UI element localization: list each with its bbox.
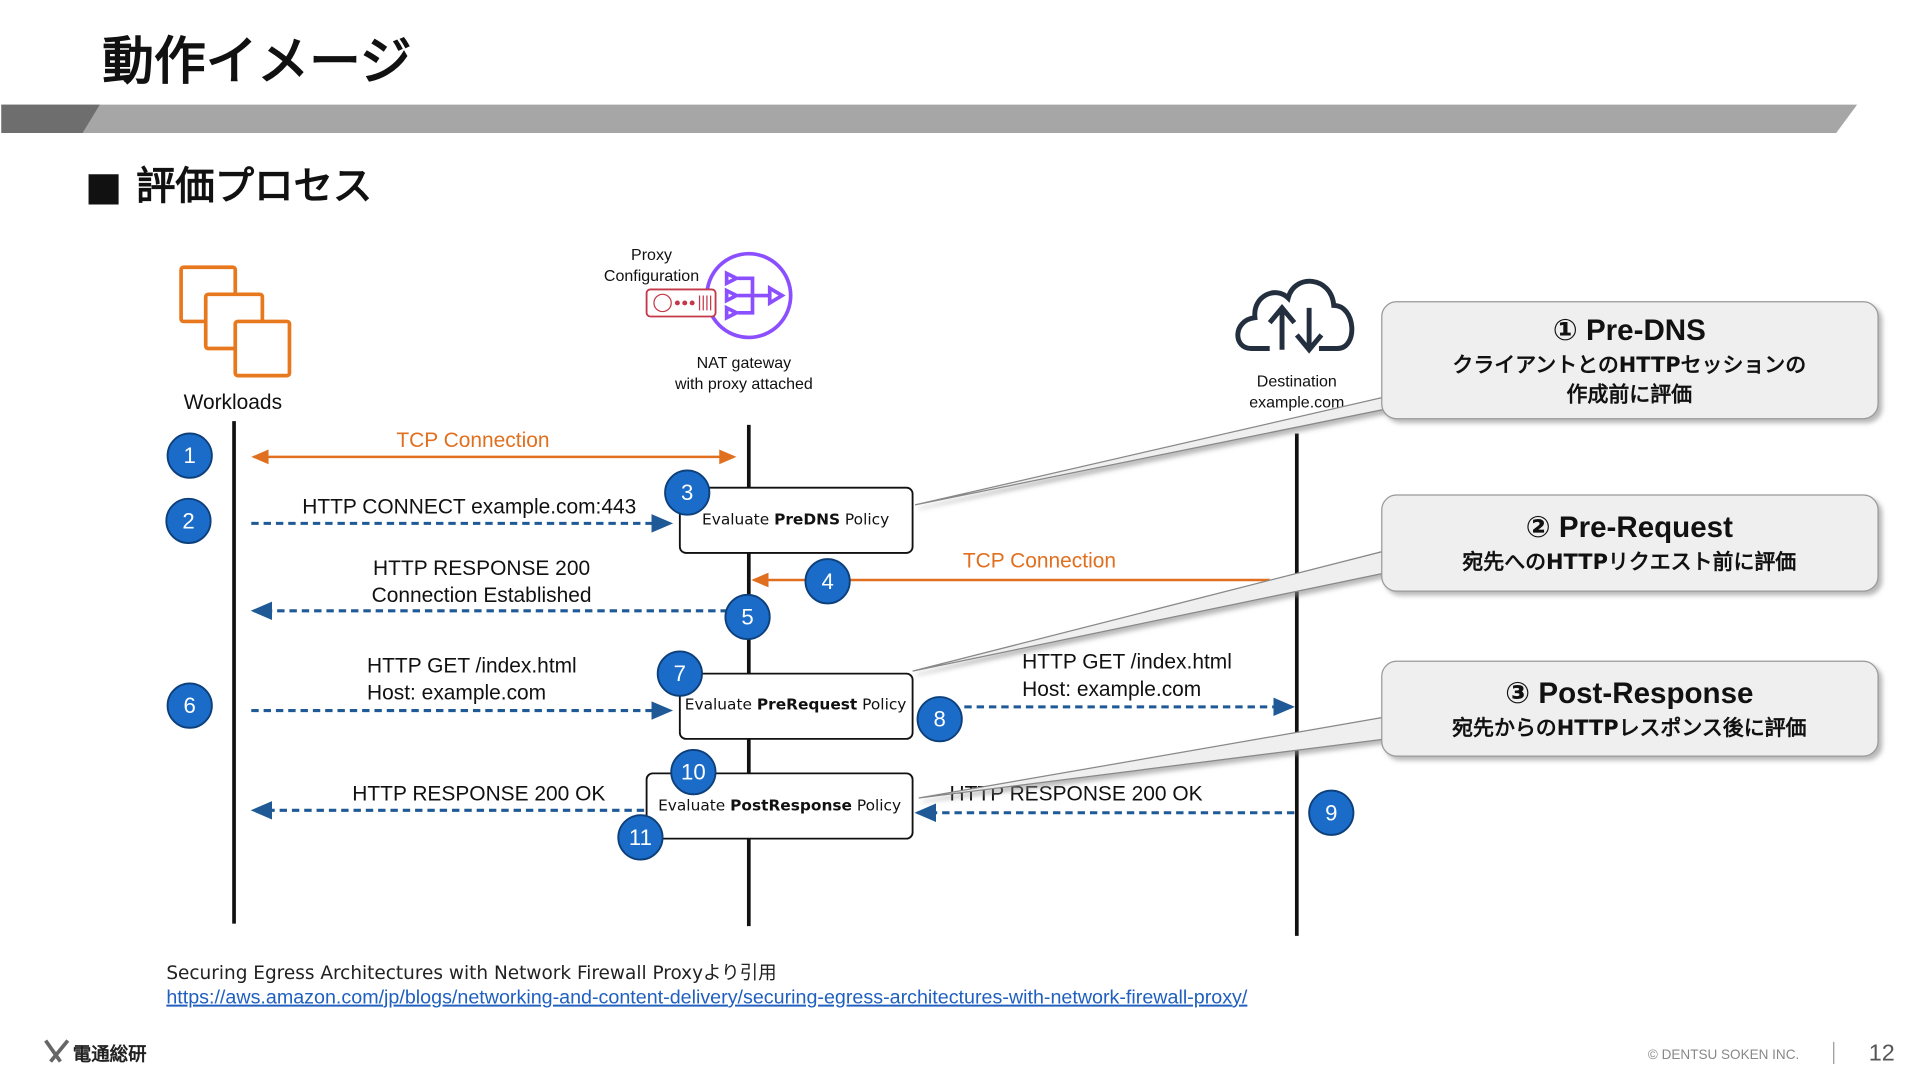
tcp-connection-label-1: TCP Connection <box>396 429 549 452</box>
proxy-config-label-2: Configuration <box>604 268 699 285</box>
step-number: 11 <box>629 825 652 850</box>
step-4-marker: 4 <box>804 558 851 605</box>
header-bar <box>1 104 1858 133</box>
response-ok-label-left: HTTP RESPONSE 200 OK <box>352 782 605 805</box>
copyright: © DENTSU SOKEN INC. <box>1648 1047 1799 1062</box>
step-number: 3 <box>681 480 693 505</box>
destination-label-2: example.com <box>1249 395 1344 412</box>
step-markers: 1 2 3 4 5 6 7 8 9 10 11 <box>165 432 1355 861</box>
workloads-label: Workloads <box>184 391 282 414</box>
svg-text:Evaluate PreDNS Policy: Evaluate PreDNS Policy <box>702 511 889 529</box>
destination-label: Destination <box>1257 374 1337 391</box>
nat-gateway-label-2: with proxy attached <box>674 376 813 393</box>
response-200-label: HTTP RESPONSE 200 <box>373 557 590 580</box>
svg-text:Evaluate PreRequest Policy: Evaluate PreRequest Policy <box>685 695 907 713</box>
step-8-marker: 8 <box>916 696 963 743</box>
step-5-marker: 5 <box>724 593 771 641</box>
header-bar-accent <box>1 104 100 133</box>
host-label-2: Host: example.com <box>1022 678 1201 701</box>
cloud-icon <box>1235 278 1355 354</box>
step-number: 2 <box>182 508 194 533</box>
section-heading: ■ 評価プロセス <box>85 163 372 209</box>
http-get-label-1: HTTP GET /index.html <box>367 654 577 677</box>
http-get-label-2: HTTP GET /index.html <box>1022 651 1232 674</box>
step-7-marker: 7 <box>656 650 703 697</box>
response-ok-label-right: HTTP RESPONSE 200 OK <box>950 782 1203 805</box>
nat-gateway-label: NAT gateway <box>697 355 792 372</box>
callout-title: ③ Post-Response <box>1505 677 1753 710</box>
tcp-connection-label-2: TCP Connection <box>963 550 1116 573</box>
http-connect-label: HTTP CONNECT example.com:443 <box>302 496 636 519</box>
callout-post-response: ③ Post-Response 宛先からのHTTPレスポンス後に評価 <box>1381 660 1879 757</box>
step-number: 8 <box>934 707 946 732</box>
connection-established-label: Connection Established <box>372 584 592 607</box>
callout-text-2: 作成前に評価 <box>1567 382 1693 406</box>
step-number: 10 <box>681 760 706 785</box>
callout-title: ② Pre-Request <box>1526 511 1733 544</box>
citation-text: Securing Egress Architectures with Netwo… <box>166 963 776 984</box>
callout-pre-request: ② Pre-Request 宛先へのHTTPリクエスト前に評価 <box>1381 494 1879 592</box>
callout-text: 宛先へのHTTPリクエスト前に評価 <box>1462 550 1796 574</box>
step-number: 1 <box>184 443 196 468</box>
callout-pointers <box>912 395 1388 799</box>
proxy-config-icon <box>645 288 717 318</box>
step-number: 7 <box>674 661 686 686</box>
step-number: 9 <box>1325 800 1337 825</box>
step-number: 6 <box>184 693 196 718</box>
step-number: 5 <box>741 604 753 629</box>
nat-gateway-icon <box>705 251 793 340</box>
step-2-marker: 2 <box>165 497 212 545</box>
predns-policy-box: Evaluate PreDNS Policy <box>678 486 914 554</box>
host-label-1: Host: example.com <box>367 681 546 704</box>
citation-link[interactable]: https://aws.amazon.com/jp/blogs/networki… <box>166 987 1248 1009</box>
page-title: 動作イメージ <box>102 32 411 92</box>
proxy-config-label: Proxy <box>631 247 672 264</box>
step-11-marker: 11 <box>617 814 664 861</box>
prerequest-policy-box: Evaluate PreRequest Policy <box>678 672 914 740</box>
company-logo: 電通総研 <box>44 1039 147 1065</box>
step-10-marker: 10 <box>670 749 717 796</box>
step-9-marker: 9 <box>1308 789 1355 836</box>
page-number: 12 <box>1869 1039 1895 1065</box>
step-3-marker: 3 <box>664 469 711 516</box>
svg-text:電通総研: 電通総研 <box>73 1043 147 1065</box>
step-number: 4 <box>821 569 833 594</box>
callout-text: 宛先からのHTTPレスポンス後に評価 <box>1452 716 1806 740</box>
postresponse-policy-box: Evaluate PostResponse Policy <box>645 772 914 840</box>
step-6-marker: 6 <box>166 682 213 729</box>
step-1-marker: 1 <box>166 432 213 479</box>
svg-text:Evaluate PostResponse Policy: Evaluate PostResponse Policy <box>658 796 901 814</box>
workloads-icon <box>179 265 292 378</box>
callout-text: クライアントとのHTTPセッションの <box>1452 353 1806 377</box>
callout-title: ① Pre-DNS <box>1553 314 1706 347</box>
callout-pre-dns: ① Pre-DNS クライアントとのHTTPセッションの 作成前に評価 <box>1381 301 1879 420</box>
